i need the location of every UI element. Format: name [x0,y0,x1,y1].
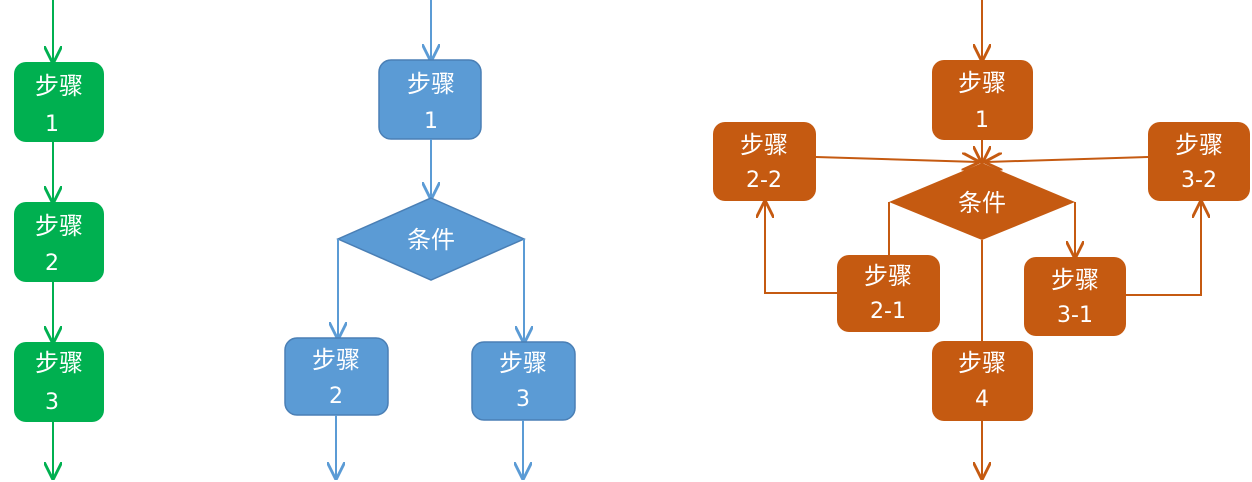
loop-step-2-2-title: 步骤 [740,131,788,159]
loop-step-4-num: 4 [975,387,989,412]
loop-arrow-21-22 [765,202,837,294]
loop-arrow-31-32 [1126,202,1201,296]
loop-step-3-1-title: 步骤 [1051,266,1099,294]
branch-step-1: 步骤 1 [378,59,482,140]
loop-step-3-2-title: 步骤 [1175,131,1223,159]
branch-step-1-title: 步骤 [407,70,455,98]
seq-step-2: 步骤 2 [14,202,104,282]
branch-step-3-title: 步骤 [499,349,547,377]
branch-step-1-num: 1 [424,109,438,134]
branch-step-3: 步骤 3 [471,341,576,421]
branch-step-2: 步骤 2 [284,337,389,416]
loop-step-2-2-num: 2-2 [746,168,782,193]
loop-arrow-32-merge [986,157,1149,162]
seq-step-1-title: 步骤 [35,72,83,100]
loop-step-1-title: 步骤 [958,69,1006,97]
seq-step-2-num: 2 [45,251,59,276]
branch-condition: 条件 [336,197,526,281]
loop-step-1-num: 1 [975,108,989,133]
loop-step-2-1: 步骤 2-1 [837,255,940,332]
loop-step-3-1: 步骤 3-1 [1024,257,1126,336]
loop-step-4: 步骤 4 [932,341,1033,421]
loop-step-3-1-num: 3-1 [1057,303,1093,328]
branch-step-2-title: 步骤 [312,346,360,374]
sequence-flow: 步骤 1 步骤 2 步骤 3 [14,0,104,478]
loop-step-2-2: 步骤 2-2 [713,122,816,201]
loop-condition-label: 条件 [958,189,1006,217]
branch-flow: 步骤 1 条件 步骤 2 步骤 3 [284,0,576,478]
loop-step-2-1-title: 步骤 [864,262,912,290]
seq-step-2-title: 步骤 [35,212,83,240]
seq-step-3: 步骤 3 [14,342,104,422]
loop-step-4-title: 步骤 [958,349,1006,377]
loop-step-3-2: 步骤 3-2 [1148,122,1250,201]
branch-condition-label: 条件 [407,226,455,254]
loop-flow: 步骤 1 条件 步骤 2-1 步骤 2-2 步骤 3-1 [713,0,1250,478]
loop-condition: 条件 [889,163,1075,240]
loop-arrow-22-merge [815,157,978,162]
seq-step-1-num: 1 [45,112,59,137]
seq-step-3-num: 3 [45,390,59,415]
branch-step-2-num: 2 [329,384,343,409]
loop-step-1: 步骤 1 [932,60,1033,140]
seq-step-3-title: 步骤 [35,349,83,377]
seq-step-1: 步骤 1 [14,62,104,142]
loop-step-3-2-num: 3-2 [1181,168,1217,193]
branch-step-3-num: 3 [516,387,530,412]
loop-step-2-1-num: 2-1 [870,299,906,324]
